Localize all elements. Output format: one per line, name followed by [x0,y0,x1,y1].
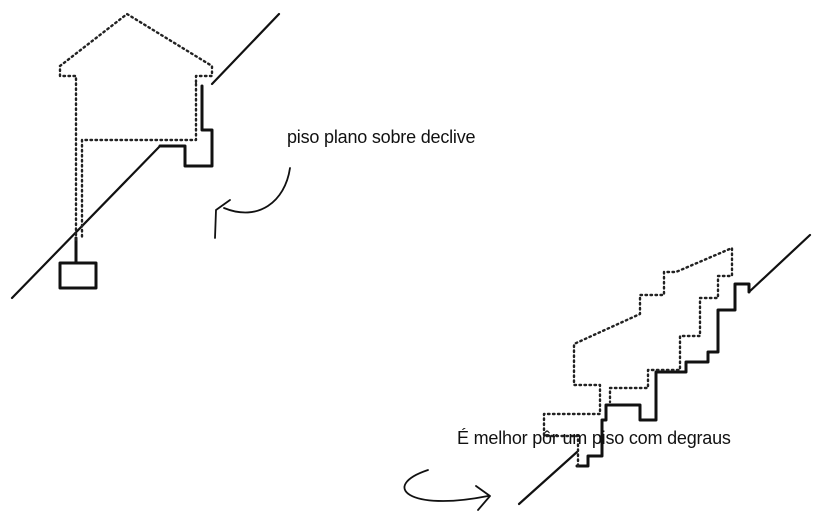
flat-floor-label: piso plano sobre declive [287,127,476,147]
house-outline [58,12,214,242]
stepped-floor-sketch [517,233,812,506]
lower-foundation [58,236,98,290]
slope-ground-line-top-right [210,12,281,86]
arrowhead-top-icon [214,199,231,239]
curved-arrow-top-icon [223,167,291,214]
arrow-bottom [403,469,491,511]
slope-ground-line-top-left [10,144,162,300]
curved-arrow-bottom-icon [403,469,489,502]
upper-foundation [158,84,214,168]
flat-floor-sketch [10,12,281,300]
stair-steps [575,282,751,468]
stepped-floor-label: É melhor pôr um piso com degraus [457,428,731,448]
slope-ground-line-bottom-left [517,450,579,506]
stepped-house-outline [542,246,734,468]
arrow-top [214,167,291,239]
arrowhead-bottom-icon [475,485,491,511]
slope-ground-line-bottom-right [747,233,812,294]
